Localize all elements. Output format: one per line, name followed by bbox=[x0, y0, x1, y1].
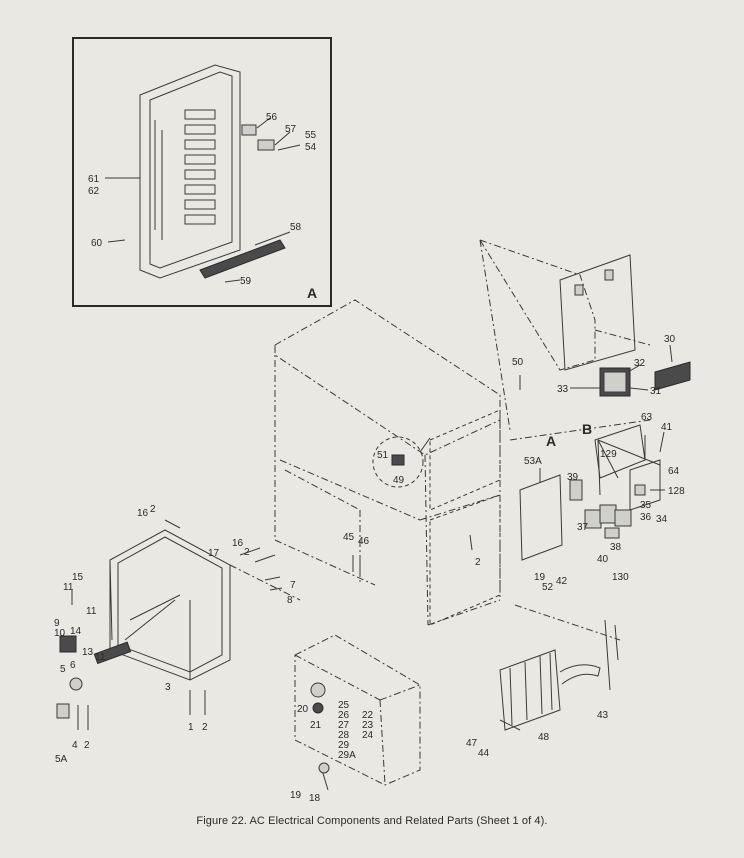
label-50: 50 bbox=[512, 357, 524, 368]
label-34: 34 bbox=[656, 514, 668, 525]
label-31: 31 bbox=[650, 386, 662, 397]
callout-b: B bbox=[582, 421, 592, 437]
label-51: 51 bbox=[377, 450, 389, 461]
lower-electrical-box bbox=[294, 634, 421, 791]
label-2-bottom-left: 2 bbox=[84, 740, 90, 751]
label-53a: 53A bbox=[524, 456, 542, 467]
label-19-right: 19 bbox=[534, 572, 546, 583]
label-49: 49 bbox=[393, 475, 405, 486]
label-39: 39 bbox=[567, 472, 579, 483]
label-43: 43 bbox=[597, 710, 609, 721]
label-2-left-top: 2 bbox=[150, 504, 156, 515]
label-45: 45 bbox=[343, 532, 355, 543]
label-60: 60 bbox=[91, 238, 103, 249]
label-29a: 29A bbox=[338, 750, 356, 761]
label-24: 24 bbox=[362, 730, 374, 741]
label-48: 48 bbox=[538, 732, 550, 743]
label-23: 23 bbox=[362, 720, 374, 731]
label-30: 30 bbox=[664, 334, 676, 345]
label-36: 36 bbox=[640, 512, 652, 523]
cabinet-outline bbox=[274, 299, 501, 626]
label-32: 32 bbox=[634, 358, 646, 369]
label-6: 6 bbox=[70, 660, 76, 671]
label-11-mid: 11 bbox=[86, 606, 97, 617]
label-4: 4 bbox=[72, 740, 78, 751]
label-59: 59 bbox=[240, 276, 252, 287]
detail-a-label: A bbox=[307, 285, 317, 301]
label-42: 42 bbox=[556, 576, 568, 587]
front-screws bbox=[71, 375, 521, 730]
label-2-front: 2 bbox=[202, 722, 208, 733]
label-15: 15 bbox=[72, 572, 84, 583]
label-44: 44 bbox=[478, 748, 490, 759]
label-8: 8 bbox=[287, 595, 293, 606]
label-58: 58 bbox=[290, 222, 302, 233]
label-17: 17 bbox=[208, 548, 220, 559]
label-52: 52 bbox=[542, 582, 554, 593]
label-27: 27 bbox=[338, 720, 350, 731]
label-57: 57 bbox=[285, 124, 297, 135]
label-46: 46 bbox=[358, 536, 370, 547]
label-64: 64 bbox=[668, 466, 680, 477]
label-7: 7 bbox=[290, 580, 296, 591]
control-panel-53a bbox=[519, 468, 563, 561]
label-5a: 5A bbox=[55, 754, 68, 765]
front-frame bbox=[56, 529, 301, 719]
label-2-mid-top: 2 bbox=[244, 547, 250, 558]
label-62: 62 bbox=[88, 186, 100, 197]
label-41: 41 bbox=[661, 422, 673, 433]
label-5: 5 bbox=[60, 664, 66, 675]
label-3: 3 bbox=[165, 682, 171, 693]
label-11-low: 11 bbox=[95, 652, 106, 663]
label-2-mid: 2 bbox=[475, 557, 481, 568]
transformer-assembly bbox=[570, 344, 691, 397]
label-128: 128 bbox=[668, 486, 685, 497]
figure-caption: Figure 22. AC Electrical Components and … bbox=[196, 815, 548, 827]
label-19-bottom: 19 bbox=[290, 790, 302, 801]
label-47: 47 bbox=[466, 738, 478, 749]
label-26: 26 bbox=[338, 710, 350, 721]
label-16-left: 16 bbox=[137, 508, 149, 519]
part-labels: 56 57 55 54 61 62 58 60 59 A 50 30 32 33… bbox=[54, 112, 685, 804]
label-55: 55 bbox=[305, 130, 317, 141]
label-38: 38 bbox=[610, 542, 622, 553]
label-25: 25 bbox=[338, 700, 350, 711]
label-61: 61 bbox=[88, 174, 100, 185]
label-9: 9 bbox=[54, 618, 60, 629]
label-54: 54 bbox=[305, 142, 317, 153]
label-16-mid: 16 bbox=[232, 538, 244, 549]
relay-bracket-assembly bbox=[569, 424, 665, 539]
label-63: 63 bbox=[641, 412, 653, 423]
label-21: 21 bbox=[310, 720, 322, 731]
label-28: 28 bbox=[338, 730, 350, 741]
label-18: 18 bbox=[309, 793, 321, 804]
label-37: 37 bbox=[577, 522, 589, 533]
label-13: 13 bbox=[82, 647, 94, 658]
label-11-top: 11 bbox=[63, 582, 74, 593]
label-35: 35 bbox=[640, 500, 652, 511]
back-panel-outline bbox=[478, 239, 651, 641]
detail-circle bbox=[372, 436, 431, 488]
label-130: 130 bbox=[612, 572, 629, 583]
label-40: 40 bbox=[597, 554, 609, 565]
heater-assembly bbox=[499, 619, 619, 731]
label-1: 1 bbox=[188, 722, 194, 733]
label-29: 29 bbox=[338, 740, 350, 751]
label-14: 14 bbox=[70, 626, 82, 637]
label-20: 20 bbox=[297, 704, 309, 715]
label-33: 33 bbox=[557, 384, 569, 395]
label-10: 10 bbox=[54, 628, 66, 639]
label-56: 56 bbox=[266, 112, 278, 123]
label-129: 129 bbox=[600, 449, 617, 460]
detail-a-inset bbox=[72, 37, 332, 307]
label-22: 22 bbox=[362, 710, 374, 721]
callout-a: A bbox=[546, 433, 556, 449]
